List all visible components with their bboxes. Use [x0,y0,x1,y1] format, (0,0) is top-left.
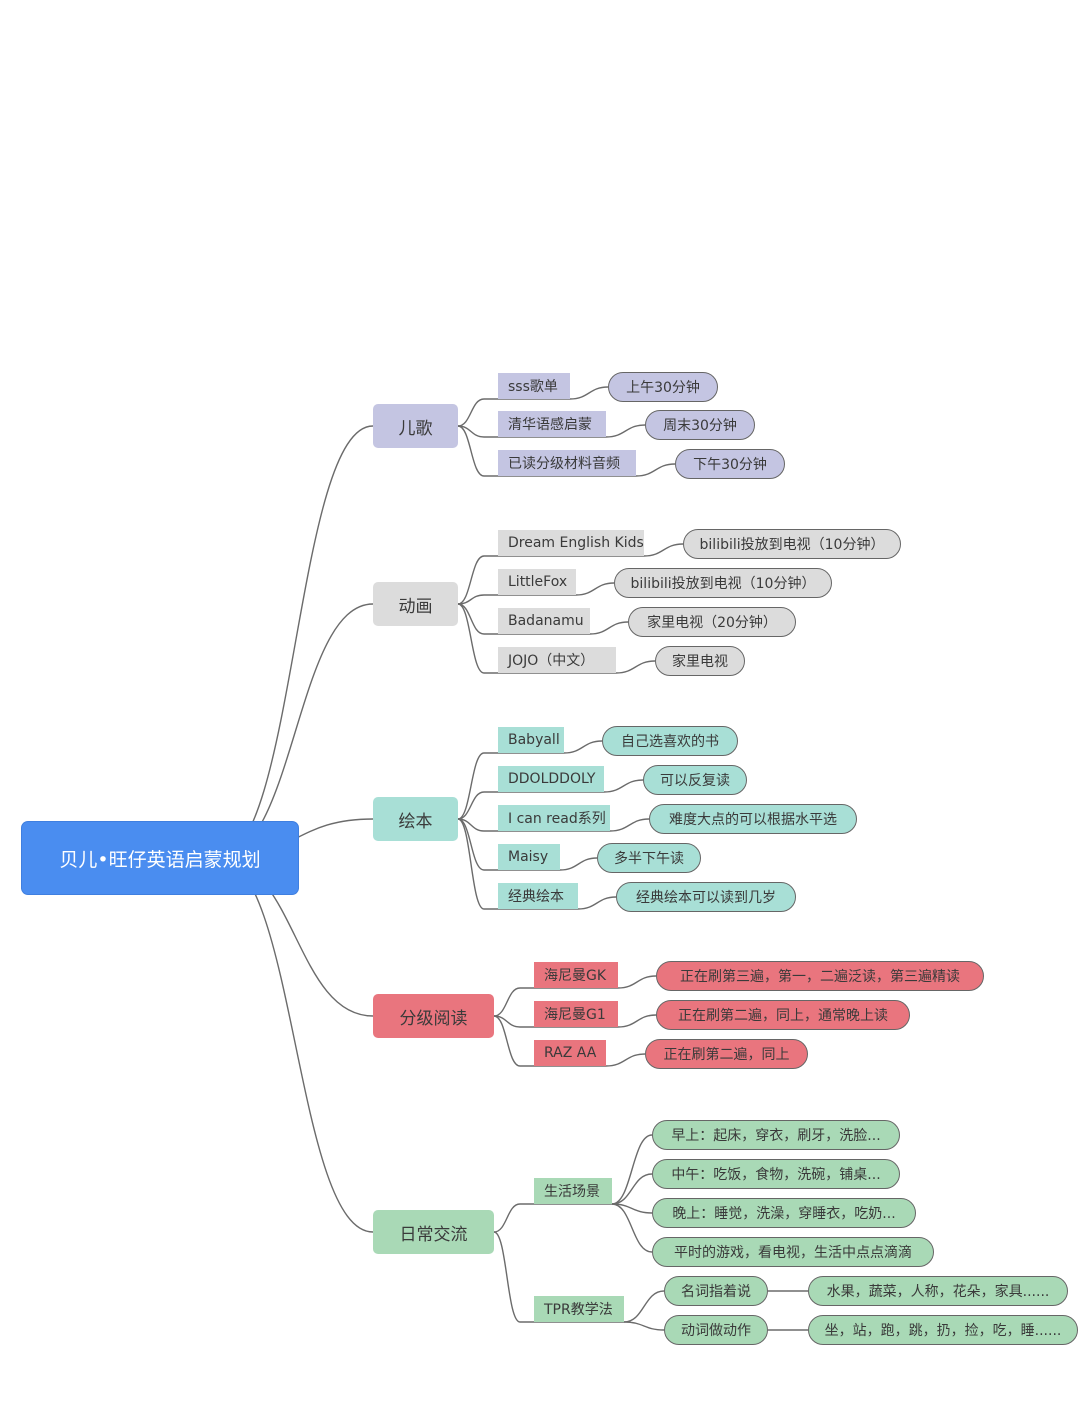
branch-3-node[interactable]: 分级阅读 [373,994,494,1038]
branch-2-to-item-0-line [457,752,485,820]
branch-3-item-2-to-note-line [605,1053,646,1067]
root-node[interactable]: 贝儿•旺仔英语启蒙规划 [22,822,298,894]
branch-0-item-2[interactable]: 已读分级材料音频 [498,450,636,476]
branch-3-item-2-note[interactable]: 正在刷第二遍，同上 [645,1039,808,1069]
branch-2-item-0-to-note-line [563,740,603,754]
branch-2-to-item-1-line [457,791,485,820]
branch-0-item-2-to-note-line [635,463,676,477]
branch-1-item-0-note[interactable]: bilibili投放到电视（10分钟） [683,529,901,559]
branch-2-item-0[interactable]: Babyall [498,727,564,753]
branch-2-item-3-note[interactable]: 多半下午读 [597,843,701,873]
branch-0-node[interactable]: 儿歌 [373,404,458,448]
branch-3-item-0-note[interactable]: 正在刷第三遍，第一，二遍泛读，第三遍精读 [656,961,984,991]
branch-0-item-1-to-note-line [605,424,646,438]
branch-1-item-0[interactable]: Dream English Kids [498,530,644,556]
branch-4-sub-1[interactable]: TPR教学法 [534,1296,624,1322]
branch-0-item-2-note[interactable]: 下午30分钟 [675,449,785,479]
branch-2-item-4-note[interactable]: 经典绘本可以读到几岁 [616,882,796,912]
branch-0-item-0-to-note-line [569,386,609,400]
branch-1-item-2-to-note-line [589,621,629,635]
branch-3-item-1-note[interactable]: 正在刷第二遍，同上，通常晚上读 [656,1000,910,1030]
branch-3-to-item-2-line [493,1015,521,1067]
branch-4-sub-1-to-item-1-line [623,1321,665,1331]
branch-1-item-1[interactable]: LittleFox [498,569,576,595]
branch-1-item-1-to-note-line [575,582,615,596]
branch-4-sub-1-item-0-note[interactable]: 水果，蔬菜，人称，花朵，家具...... [808,1276,1068,1306]
branch-2-item-2-note[interactable]: 难度大点的可以根据水平选 [649,804,857,834]
branch-1-item-2[interactable]: Badanamu [498,608,590,634]
branch-2-node[interactable]: 绘本 [373,797,458,841]
branch-3-item-2[interactable]: RAZ AA [534,1040,606,1066]
branch-4-sub-0-to-item-0-line [611,1134,653,1205]
branch-0-item-0-note[interactable]: 上午30分钟 [608,372,718,402]
branch-0-item-1-note[interactable]: 周末30分钟 [645,410,755,440]
branch-4-sub-1-to-item-0-line [623,1290,665,1323]
branch-1-item-1-note[interactable]: bilibili投放到电视（10分钟） [614,568,832,598]
branch-2-item-1[interactable]: DDOLDDOLY [498,766,604,792]
branch-2-item-1-note[interactable]: 可以反复读 [643,765,747,795]
branch-1-to-item-2-line [457,603,485,635]
branch-3-to-item-0-line [493,987,521,1017]
branch-0-to-item-2-line [457,425,485,477]
branch-1-to-item-3-line [457,603,485,674]
root-to-branch-0-line [217,425,374,859]
branch-4-sub-0-item-1[interactable]: 中午：吃饭，食物，洗碗，铺桌... [652,1159,900,1189]
branch-3-item-0-to-note-line [617,975,657,989]
branch-1-item-0-to-note-line [643,543,684,557]
branch-4-sub-0-item-2[interactable]: 晚上：睡觉，洗澡，穿睡衣，吃奶... [652,1198,916,1228]
branch-2-item-3[interactable]: Maisy [498,844,560,870]
branch-0-item-1[interactable]: 清华语感启蒙 [498,411,606,437]
branch-4-to-sub-1-line [493,1231,521,1323]
branch-4-sub-0-item-3[interactable]: 平时的游戏，看电视，生活中点点滴滴 [652,1237,934,1267]
branch-1-item-3[interactable]: JOJO（中文） [498,647,616,673]
branch-1-item-3-to-note-line [615,660,656,674]
branch-2-item-2[interactable]: I can read系列 [498,805,610,831]
branch-2-item-4-to-note-line [577,896,617,910]
branch-4-sub-1-item-1[interactable]: 动词做动作 [664,1315,768,1345]
branch-4-node[interactable]: 日常交流 [373,1210,494,1254]
branch-2-to-item-4-line [457,818,485,910]
branch-2-item-3-to-note-line [559,857,598,871]
branch-3-item-1-to-note-line [617,1014,657,1028]
branch-1-to-item-1-line [457,594,485,605]
branch-4-sub-1-item-0[interactable]: 名词指着说 [664,1276,768,1306]
root-to-branch-4-line [217,857,374,1233]
branch-1-item-3-note[interactable]: 家里电视 [655,646,745,676]
branch-4-sub-1-item-1-note[interactable]: 坐，站，跑，跳，扔，捡，吃，睡...... [808,1315,1078,1345]
branch-4-sub-0-to-item-3-line [611,1203,653,1253]
branch-2-item-2-to-note-line [609,818,650,832]
branch-1-item-2-note[interactable]: 家里电视（20分钟） [628,607,796,637]
branch-3-item-0[interactable]: 海尼曼GK [534,962,618,988]
branch-4-sub-0[interactable]: 生活场景 [534,1178,612,1204]
branch-1-to-item-0-line [457,555,485,605]
branch-4-sub-0-item-0[interactable]: 早上：起床，穿衣，刷牙，洗脸... [652,1120,900,1150]
branch-3-item-1[interactable]: 海尼曼G1 [534,1001,618,1027]
branch-0-item-0[interactable]: sss歌单 [498,373,570,399]
branch-2-item-0-note[interactable]: 自己选喜欢的书 [602,726,738,756]
branch-0-to-item-0-line [457,398,485,427]
branch-1-node[interactable]: 动画 [373,582,458,626]
branch-2-item-4[interactable]: 经典绘本 [498,883,578,909]
branch-4-sub-0-to-item-1-line [611,1173,653,1205]
branch-2-item-1-to-note-line [603,779,644,793]
branch-4-to-sub-0-line [493,1203,521,1233]
